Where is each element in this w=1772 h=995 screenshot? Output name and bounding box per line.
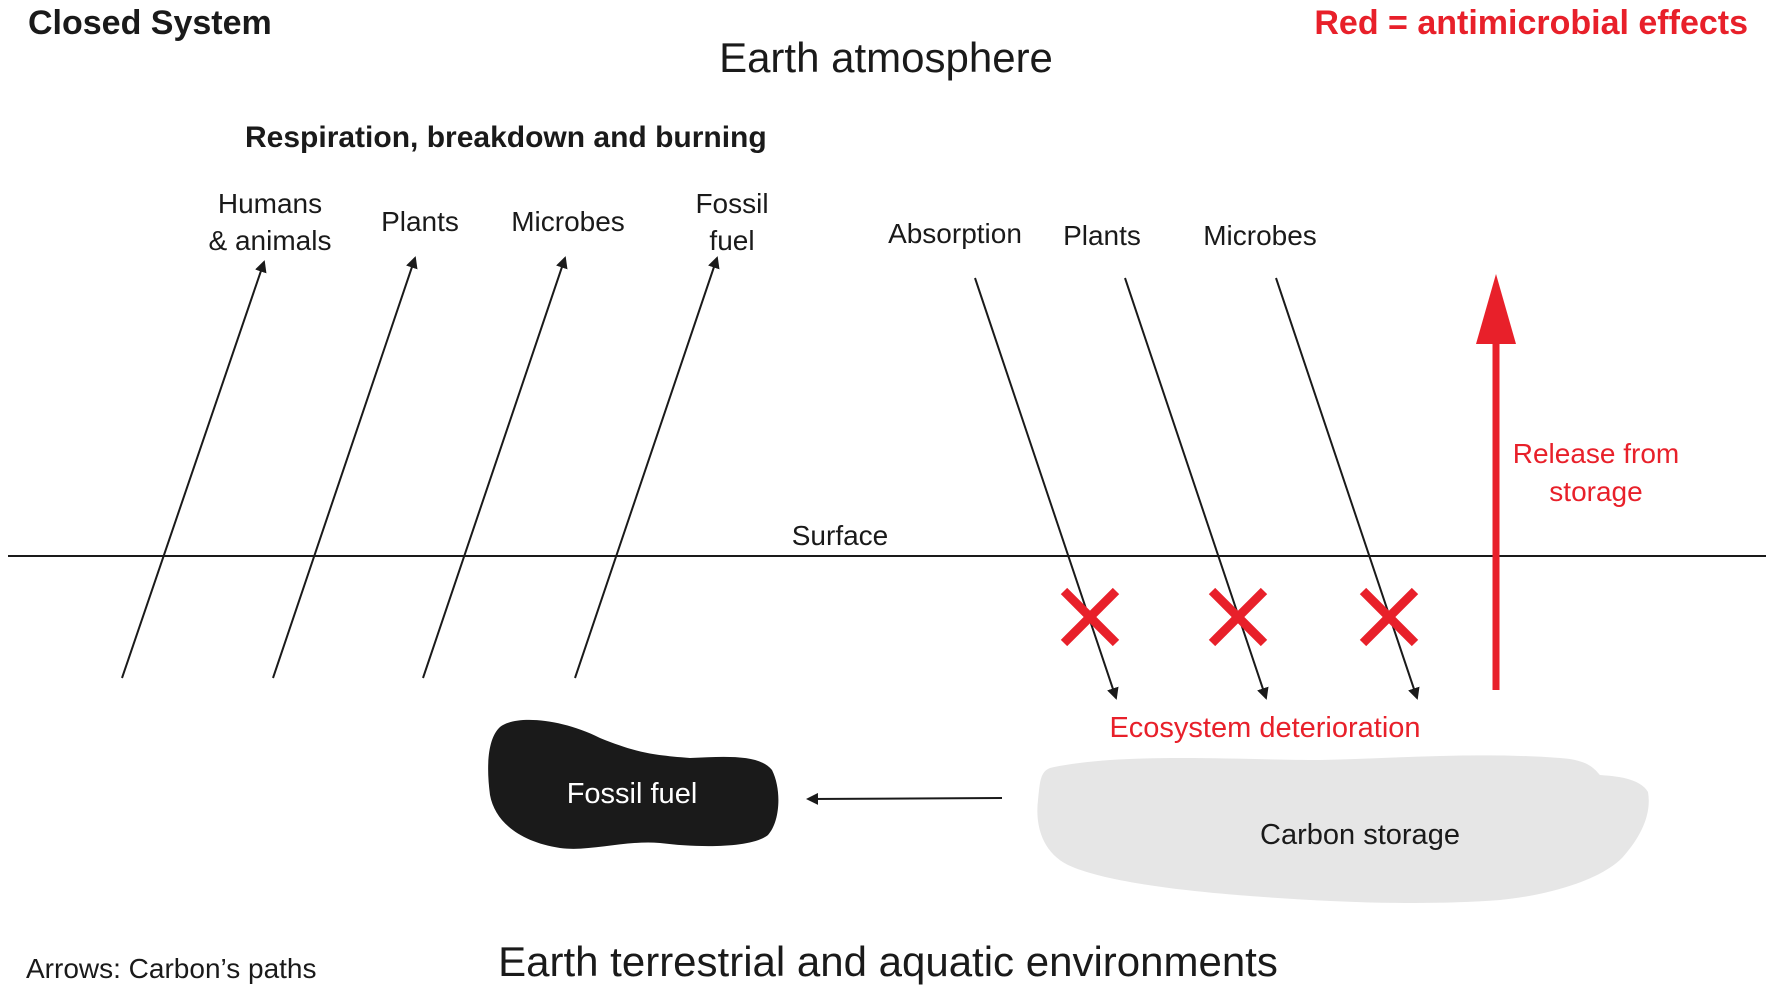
uptake-arrow-absorption xyxy=(974,277,1119,700)
sink-label-absorption: Absorption xyxy=(888,218,1022,249)
environments-label: Earth terrestrial and aquatic environmen… xyxy=(498,938,1278,985)
release-label-2: storage xyxy=(1549,476,1642,507)
deterioration-label: Ecosystem deterioration xyxy=(1109,712,1420,744)
emission-arrow-humans xyxy=(121,260,267,679)
source-label-fossil: Fossil xyxy=(695,188,768,219)
red-x-icon xyxy=(1208,587,1268,647)
source-label-microbes: Microbes xyxy=(511,206,625,237)
source-label-fossil-2: fuel xyxy=(709,225,754,256)
release-label: Release from xyxy=(1513,438,1680,469)
legend-red-note: Red = antimicrobial effects xyxy=(1314,4,1748,42)
carbon-storage-label: Carbon storage xyxy=(1260,819,1460,851)
storage-to-fossil-arrow xyxy=(806,792,1003,805)
arrows-note: Arrows: Carbon’s paths xyxy=(26,953,317,984)
sink-label-plants: Plants xyxy=(1063,220,1141,251)
red-x-icon xyxy=(1060,587,1120,647)
emission-heading: Respiration, breakdown and burning xyxy=(245,121,767,154)
emission-arrow-plants xyxy=(272,256,418,679)
sink-label-microbes: Microbes xyxy=(1203,220,1317,251)
surface-label: Surface xyxy=(792,520,889,551)
fossil-fuel-label: Fossil fuel xyxy=(567,778,698,810)
atmosphere-label: Earth atmosphere xyxy=(719,34,1053,81)
uptake-arrow-plants xyxy=(1124,277,1269,700)
fossil-fuel-reservoir xyxy=(488,719,779,849)
emission-arrow-fossil xyxy=(574,256,720,679)
red-x-icon xyxy=(1359,587,1419,647)
uptake-arrow-microbes xyxy=(1275,277,1420,700)
carbon-storage-reservoir xyxy=(1037,755,1649,903)
source-label-humans: Humans xyxy=(218,188,322,219)
source-label-humans-2: & animals xyxy=(209,225,332,256)
emission-arrow-microbes xyxy=(422,256,568,679)
source-label-plants: Plants xyxy=(381,206,459,237)
release-arrow xyxy=(1476,274,1516,690)
system-label: Closed System xyxy=(28,4,272,42)
